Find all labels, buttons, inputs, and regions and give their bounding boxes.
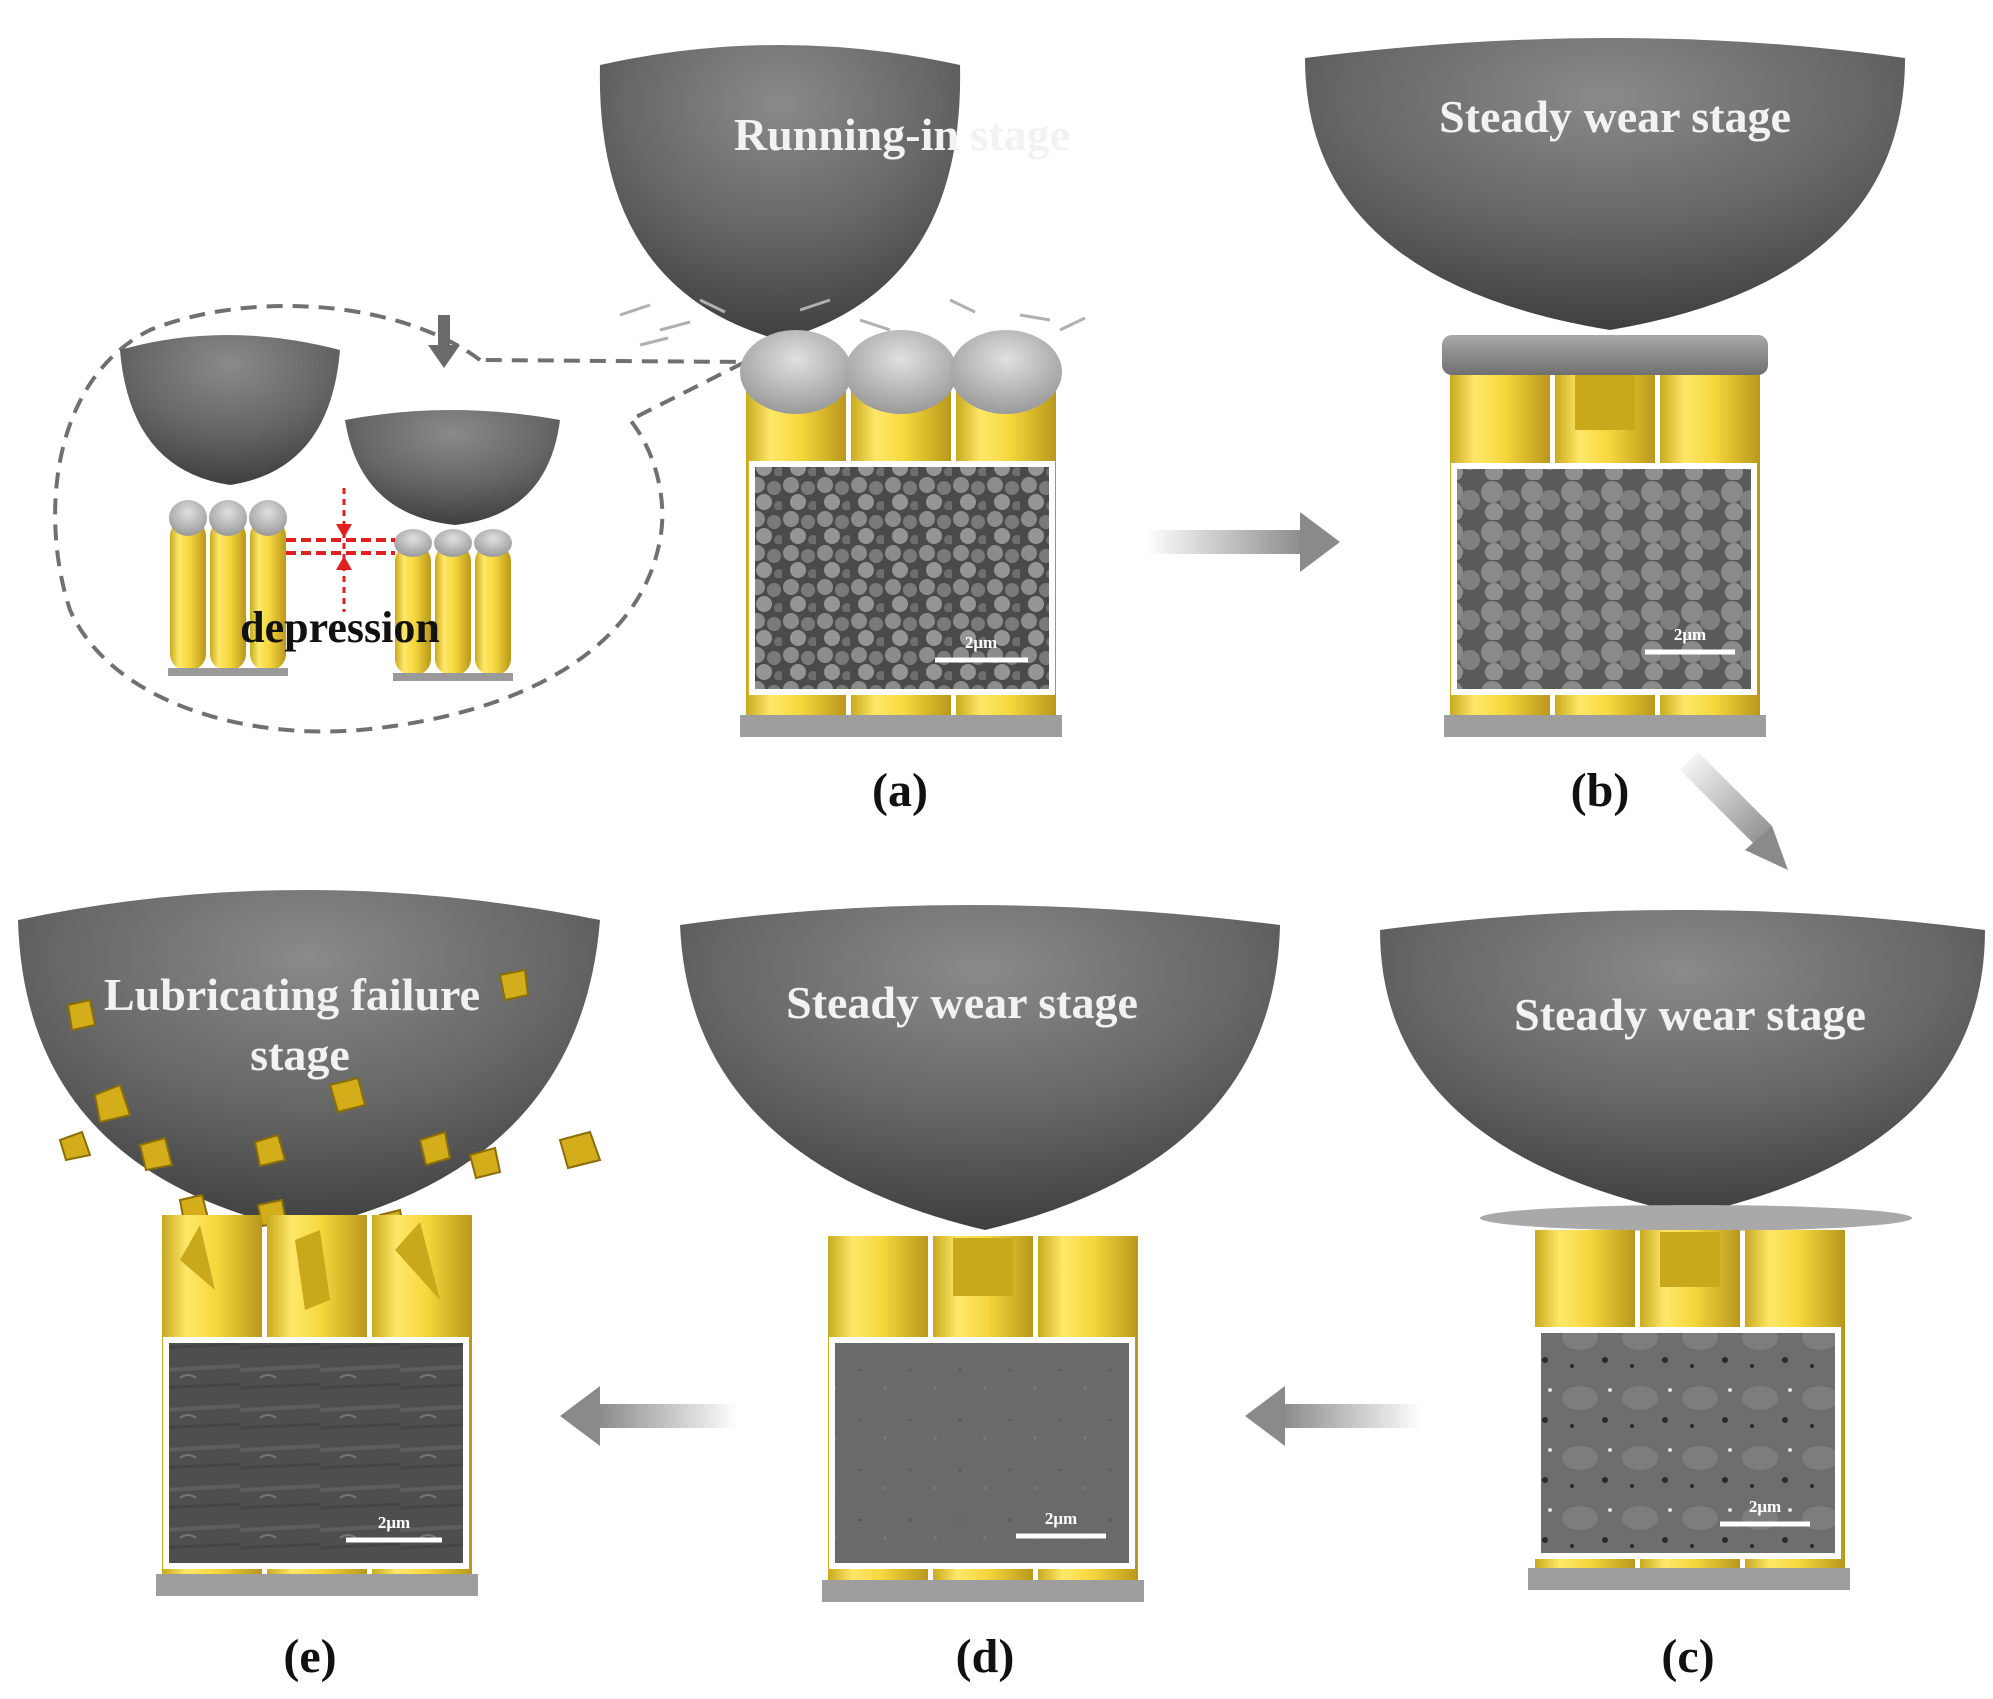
panel-e: Lubricating failure stage [18,890,602,1683]
inset-rods-right [393,529,513,681]
arrow-b-to-c [1680,752,1788,870]
panel-e-scale-label: 2μm [378,1513,410,1532]
panel-b-ball [1305,38,1905,330]
panel-d-stage-title: Steady wear stage [786,977,1138,1028]
inset-ball-left [120,335,340,485]
panel-a-sem-image [749,461,1055,695]
panel-b-stage-title: Steady wear stage [1439,91,1791,142]
panel-a-label: (a) [872,764,928,817]
inset-press-arrow [428,315,460,368]
panel-b-label: (b) [1571,764,1630,817]
panel-b-scale-label: 2μm [1674,625,1706,644]
panel-c-scale-label: 2μm [1749,1497,1781,1516]
arrow-a-to-b [1145,512,1340,572]
panel-c-ball [1380,910,1985,1215]
panel-a: Running-in stage 2μm (a) [599,45,1086,817]
panel-b-sem-image [1451,463,1757,695]
panel-d-ball [680,905,1280,1230]
depression-inset: depression [53,304,746,734]
arrow-d-to-e [560,1386,738,1446]
panel-d-scale-label: 2μm [1045,1509,1077,1528]
panel-b: Steady wear stage 2μm (b) [1305,38,1905,817]
depression-label: depression [240,603,440,652]
panel-c-label: (c) [1661,1630,1714,1683]
dashed-callout-outline [53,304,746,734]
panel-d-sem-image [829,1337,1135,1569]
panel-e-stage-title-line2: stage [250,1029,350,1080]
arrow-c-to-d [1245,1386,1422,1446]
inset-rods-left [168,500,288,676]
panel-a-stage-title: Running-in stage [734,109,1070,160]
panel-c: Steady wear stage 2μm (c) [1380,910,1985,1683]
panel-c-lubricant-film [1480,1205,1912,1231]
panel-e-label: (e) [283,1630,336,1683]
panel-c-sem-image [1535,1327,1841,1559]
inset-ball-right [345,410,560,525]
panel-e-stage-title-line1: Lubricating failure [104,969,480,1020]
panel-c-stage-title: Steady wear stage [1514,989,1866,1040]
panel-d-label: (d) [956,1630,1015,1683]
panel-a-scale-label: 2μm [965,633,997,652]
depression-markers [286,488,395,612]
panel-e-sem-image [163,1337,469,1569]
panel-a-ball [599,45,961,340]
panel-d: Steady wear stage 2μm (d) [680,905,1280,1683]
